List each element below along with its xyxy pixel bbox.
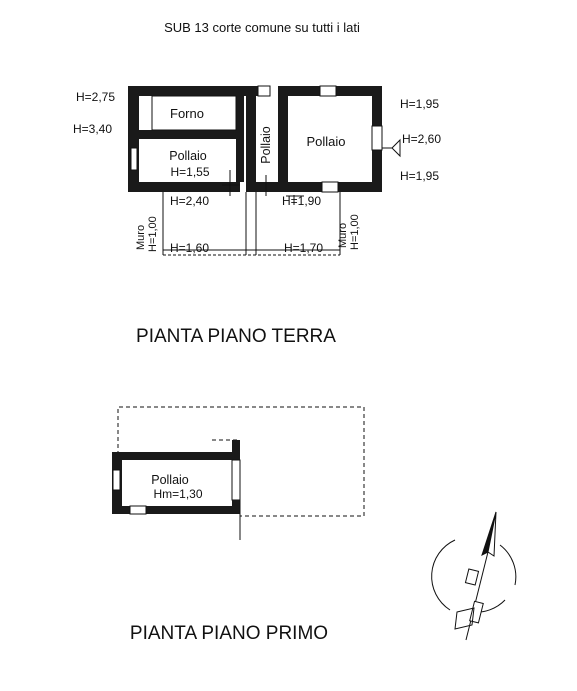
height-label-1-90: H=1,90	[282, 194, 321, 208]
height-label-1-95-top: H=1,95	[400, 97, 439, 111]
room-label-forno: Forno	[170, 106, 204, 121]
first-floor-title: PIANTA PIANO PRIMO	[130, 623, 328, 644]
ground-floor-title: PIANTA PIANO TERRA	[136, 326, 336, 347]
north-arrow-icon	[431, 511, 517, 641]
room-label-pollaio-first-floor: Pollaio	[151, 473, 189, 487]
page-subtitle: SUB 13 corte comune su tutti i lati	[164, 20, 360, 35]
wall-label-muro-left: Muro	[135, 225, 147, 250]
height-label-1-95-bottom: H=1,95	[400, 169, 439, 183]
height-label-1-70: H=1,70	[284, 241, 323, 255]
room-height-pollaio-first-floor: Hm=1,30	[153, 487, 202, 501]
height-label-2-40: H=2,40	[170, 194, 209, 208]
first-floor-plan	[112, 406, 365, 540]
height-label-1-60: H=1,60	[170, 241, 209, 255]
room-height-pollaio-left: H=1,55	[170, 165, 209, 179]
room-label-pollaio-vertical: Pollaio	[259, 126, 273, 164]
ground-floor-plan	[128, 85, 401, 256]
height-label-3-40: H=3,40	[73, 122, 112, 136]
height-label-2-60: H=2,60	[402, 132, 441, 146]
height-label-2-75: H=2,75	[76, 90, 115, 104]
room-label-pollaio-left: Pollaio	[169, 149, 207, 163]
wall-height-muro-right: H=1,00	[349, 214, 361, 250]
wall-label-muro-right: Muro	[337, 223, 349, 248]
room-label-pollaio-right: Pollaio	[306, 134, 345, 149]
wall-height-muro-left: H=1,00	[147, 216, 159, 252]
